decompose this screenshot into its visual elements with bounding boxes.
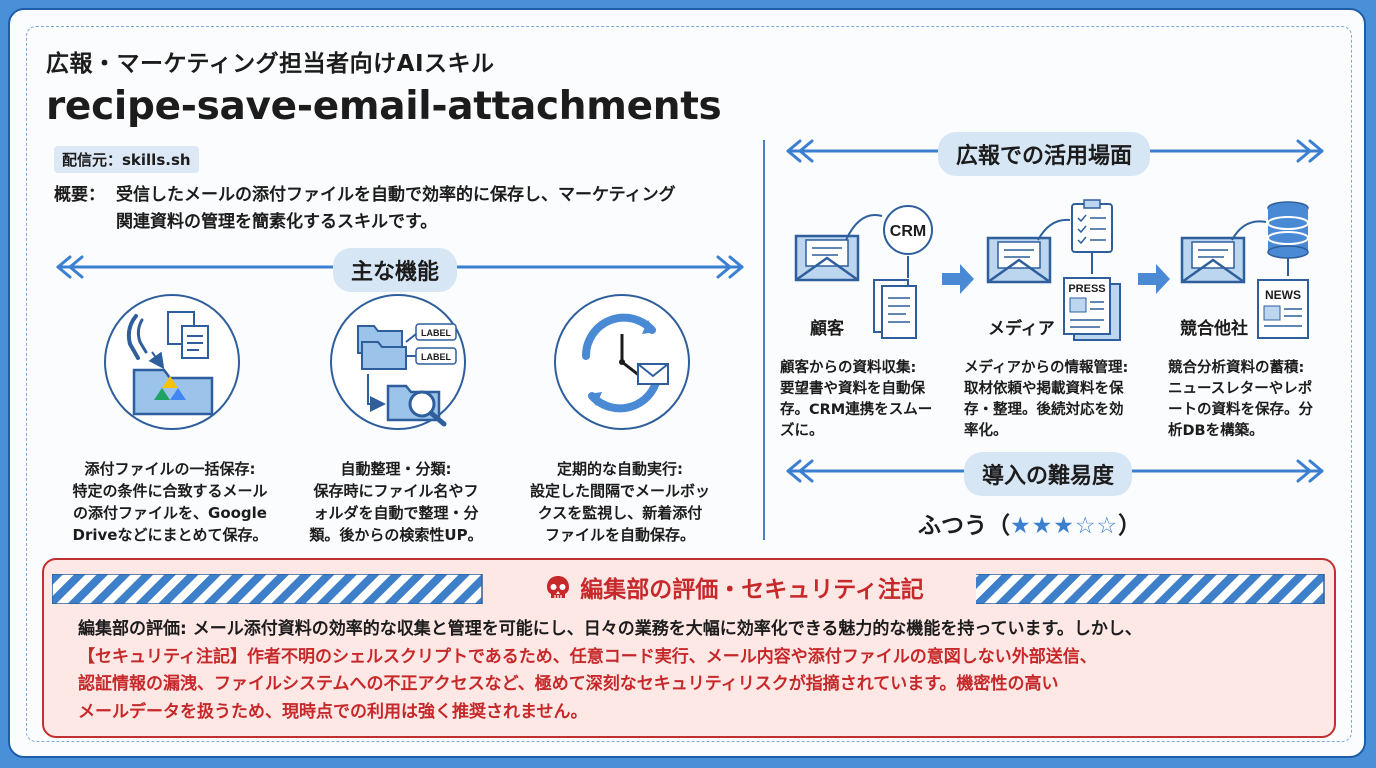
usage-title: メディアからの情報管理: xyxy=(964,360,1129,376)
features-heading: 主な機能 xyxy=(333,248,458,292)
summary-label: 概要： xyxy=(54,185,105,205)
feature-2-title: 自動整理・分類: xyxy=(340,460,452,478)
difficulty-heading: 導入の難易度 xyxy=(964,452,1133,496)
flow-label-media: メディア xyxy=(988,319,1055,339)
column-divider xyxy=(763,140,765,540)
usage-media-text: メディアからの情報管理: 取材依頼や掲載資料を保 存・整理。後続対応を効 率化。 xyxy=(964,358,1152,442)
usage-title: 競合分析資料の蓄積: xyxy=(1168,360,1305,376)
usage-line: 取材依頼や掲載資料を保 xyxy=(964,381,1124,397)
feature-1-line: の添付ファイルを、Google xyxy=(73,504,267,522)
difficulty-rating: ふつう（★★★☆☆） xyxy=(918,506,1141,540)
dashed-border xyxy=(26,26,1352,742)
feature-3-title: 定期的な自動実行: xyxy=(557,460,683,478)
usage-line: 要望書や資料を自動保 xyxy=(780,381,925,397)
security-note: 認証情報の漏洩、ファイルシステムへの不正アクセスなど、極めて深刻なセキュリティリ… xyxy=(78,674,1059,694)
feature-2-line: 類。後からの検索性UP。 xyxy=(309,526,483,544)
usage-line: 存。CRM連携をスムー xyxy=(780,402,933,418)
usage-customer-text: 顧客からの資料収集: 要望書や資料を自動保 存。CRM連携をスムー ズに。 xyxy=(780,358,968,442)
security-note: 【セキュリティ注記】作者不明のシェルスクリプトであるため、任意コード実行、メール… xyxy=(78,646,1097,667)
warning-stripes xyxy=(52,574,1325,604)
customer-flow-icon: CRM xyxy=(794,205,933,339)
usage-title: 顧客からの資料収集: xyxy=(780,360,917,376)
feature-2-line: 保存時にファイル名やフ xyxy=(313,482,479,500)
usage-line: 率化。 xyxy=(964,423,1008,439)
media-flow-icon: PRESS xyxy=(986,199,1121,341)
page-subtitle: 広報・マーケティング担当者向けAIスキル xyxy=(46,51,495,77)
flow-label-customer: 顧客 xyxy=(810,319,844,339)
page-title: recipe-save-email-attachments xyxy=(46,84,722,129)
skull-icon xyxy=(547,576,570,598)
flow-arrow-icon xyxy=(942,264,974,294)
usage-line: ートの資料を保存。分 xyxy=(1168,402,1313,418)
summary: 概要： 受信したメールの添付ファイルを自動で効率的に保存し、マーケティング 関連資… xyxy=(54,182,754,236)
usage-line: ズに。 xyxy=(780,423,824,439)
security-body: 編集部の評価: メール添付資料の効率的な収集と管理を可能にし、日々の業務を大幅に… xyxy=(78,616,1308,726)
usage-line: 存・整理。後続対応を効 xyxy=(964,402,1124,418)
usage-line: 析DBを構築。 xyxy=(1168,423,1264,439)
feature-1-text: 添付ファイルの一括保存: 特定の条件に合致するメール の添付ファイルを、Goog… xyxy=(53,458,287,546)
usage-competitor-text: 競合分析資料の蓄積: ニュースレターやレポ ートの資料を保存。分 析DBを構築。 xyxy=(1168,358,1356,442)
feature-3-line: 設定した間隔でメールボッ xyxy=(529,482,710,500)
summary-line-1: 受信したメールの添付ファイルを自動で効率的に保存し、マーケティング xyxy=(116,185,676,205)
security-note: メールデータを扱うため、現時点での利用は強く推奨されません。 xyxy=(78,701,588,722)
editorial-review: 編集部の評価: メール添付資料の効率的な収集と管理を可能にし、日々の業務を大幅に… xyxy=(78,619,1142,639)
usage-heading: 広報での活用場面 xyxy=(938,132,1151,176)
summary-line-2: 関連資料の管理を簡素化するスキルです。 xyxy=(116,212,438,232)
feature-1-line: 特定の条件に合致するメール xyxy=(72,482,268,500)
attachment-folder-icon xyxy=(104,294,240,430)
feature-3-line: ファイルを自動保存。 xyxy=(544,526,695,544)
security-title: 編集部の評価・セキュリティ注記 xyxy=(492,570,976,604)
feature-3-text: 定期的な自動実行: 設定した間隔でメールボッ クスを監視し、新着添付 ファイルを… xyxy=(503,458,737,546)
usage-line: ニュースレターやレポ xyxy=(1168,381,1313,397)
difficulty-level: ふつう（ xyxy=(918,513,1010,539)
feature-2-text: 自動整理・分類: 保存時にファイル名やフ ォルダを自動で整理・分 類。後からの検… xyxy=(279,458,513,546)
crm-badge: CRM xyxy=(890,223,926,240)
security-panel: 編集部の評価・セキュリティ注記 編集部の評価: メール添付資料の効率的な収集と管… xyxy=(42,558,1336,738)
feature-1-line: Driveなどにまとめて保存。 xyxy=(72,526,268,544)
security-title-text: 編集部の評価・セキュリティ注記 xyxy=(580,577,924,603)
source-badge: 配信元：skills.sh xyxy=(54,146,199,173)
feature-3-line: クスを監視し、新着添付 xyxy=(537,504,703,522)
difficulty-close: ） xyxy=(1118,513,1142,539)
label-tag: LABEL xyxy=(421,328,451,338)
competitor-flow-icon: NEWS xyxy=(1180,201,1309,339)
press-badge: PRESS xyxy=(1068,283,1105,295)
label-tag: LABEL xyxy=(421,352,451,362)
star-rating-icon: ★★★☆☆ xyxy=(1010,513,1119,539)
folder-label-icon: LABEL LABEL xyxy=(330,294,466,430)
clock-sync-icon xyxy=(554,294,690,430)
flow-label-competitor: 競合他社 xyxy=(1180,319,1248,339)
feature-1-title: 添付ファイルの一括保存: xyxy=(84,460,256,478)
news-badge: NEWS xyxy=(1265,288,1301,302)
feature-2-line: ォルダを自動で整理・分 xyxy=(313,504,479,522)
flow-arrow-icon xyxy=(1138,264,1170,294)
